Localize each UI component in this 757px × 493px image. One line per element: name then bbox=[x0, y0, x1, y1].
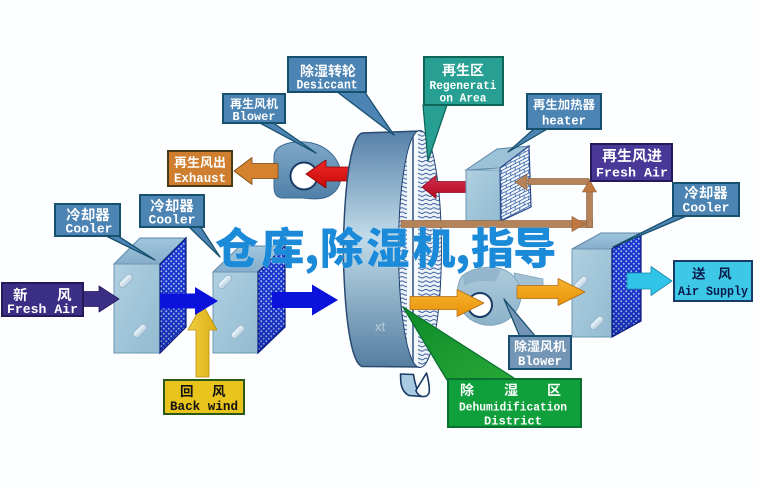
svg-text:Exhaust: Exhaust bbox=[174, 172, 226, 186]
svg-text:Fresh Air: Fresh Air bbox=[7, 302, 78, 317]
svg-text:Blower: Blower bbox=[233, 110, 276, 124]
svg-text:Dehumidification: Dehumidification bbox=[459, 401, 567, 415]
svg-text:xt: xt bbox=[375, 319, 386, 334]
svg-text:on Area: on Area bbox=[440, 92, 487, 106]
svg-text:Regenerati: Regenerati bbox=[430, 79, 497, 93]
svg-text:Cooler: Cooler bbox=[683, 201, 730, 216]
svg-text:heater: heater bbox=[542, 115, 586, 129]
svg-text:Back wind: Back wind bbox=[170, 400, 238, 414]
svg-text:Air Supply: Air Supply bbox=[678, 285, 748, 299]
svg-text:Desiccant: Desiccant bbox=[297, 79, 358, 93]
svg-text:Cooler: Cooler bbox=[66, 222, 113, 237]
svg-text:Fresh Air: Fresh Air bbox=[596, 167, 668, 181]
svg-text:Cooler: Cooler bbox=[149, 213, 196, 228]
svg-text:District: District bbox=[484, 415, 542, 429]
svg-text:Blower: Blower bbox=[518, 355, 562, 369]
